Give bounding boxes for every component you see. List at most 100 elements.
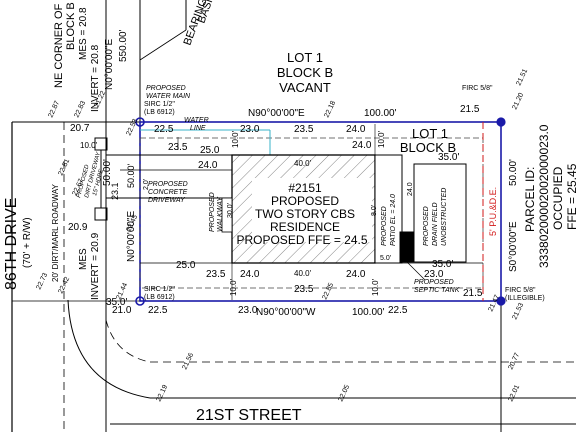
- dim-250-mid: 25.0: [200, 145, 220, 156]
- lot-east-lot: LOT 1: [412, 126, 448, 141]
- elev-2219: 22.19: [155, 384, 169, 403]
- elev-2283: 22.83: [73, 100, 87, 119]
- drain-l2: DRAIN FIELD: [432, 202, 439, 246]
- firc-top: FIRC 5/8": [462, 85, 493, 92]
- water-line-l1: WATER: [184, 117, 209, 124]
- sirc-top-l2: (LB 6912): [144, 109, 175, 116]
- residence-line2: TWO STORY CBS: [255, 207, 355, 221]
- dim-225-bottom: 22.5: [148, 305, 168, 316]
- dim-100-e: 10.0': [80, 141, 98, 150]
- parcel-l3: OCCUPIED: [551, 166, 565, 230]
- bearing-top: N90°00'00"E: [248, 108, 305, 119]
- firc-bottom-l2: (ILLEGIBLE): [505, 295, 545, 302]
- dim-50: 5.0': [380, 255, 391, 262]
- septic-leader: [406, 261, 426, 281]
- dim-215-top: 21.5: [460, 104, 480, 115]
- sirc-bottom-l2: (LB 6912): [144, 294, 175, 301]
- elev-2201: 22.01: [507, 384, 521, 403]
- lot-north-status: VACANT: [279, 80, 331, 95]
- walkway-l1: PROPOSED: [209, 192, 216, 232]
- drain-l3: UNOBSTRUCTED: [441, 188, 448, 246]
- corner-ne-b: BLOCK B: [65, 2, 77, 50]
- elev-2151: 21.51: [515, 68, 529, 87]
- dim-209: 20.9: [68, 222, 88, 233]
- bearing-east: S0°00'00"E: [508, 221, 519, 272]
- firc-bottom-l1: FIRC 5/8": [505, 287, 536, 294]
- residence-line1: PROPOSED: [271, 194, 339, 208]
- dim-235-top: 23.5: [294, 124, 314, 135]
- sirc-top-l1: SIRC 1/2": [144, 101, 175, 108]
- dim-210-bottom: 21.0: [112, 305, 132, 316]
- parcel-l4: FFE = 25.45: [565, 163, 576, 230]
- elev-2077: 20.77: [507, 352, 521, 371]
- elev-2281: 22.81: [57, 158, 71, 177]
- parcel-l2: 33380200002002000023.0: [537, 124, 551, 268]
- firc-marker-south: [496, 296, 506, 306]
- corner-ne-invert: INVERT = 20.8: [90, 44, 101, 112]
- patio: [374, 154, 403, 264]
- dim-80: 8.0': [371, 205, 378, 216]
- north-bearing: N0°00'00"E: [104, 39, 115, 90]
- pue-label: 5' P.U.&D.E.: [488, 187, 498, 236]
- dim-240-right: 24.0: [352, 140, 372, 151]
- street-west-row: (70' + R/W): [22, 217, 33, 268]
- water-main-l2: WATER MAIN: [146, 93, 191, 100]
- elev-2273: 22.73: [35, 272, 49, 291]
- south-street-curve-inner: [105, 319, 151, 363]
- dim-215-bottom: 21.5: [463, 288, 483, 299]
- dim-500-left: 50.00': [126, 163, 136, 188]
- north-bearing-dist: 550.00': [118, 29, 129, 62]
- dim-100-b: 10.0': [377, 130, 386, 148]
- dim-100-c: 10.0': [229, 278, 238, 296]
- elev-2285: 22.85: [321, 282, 335, 301]
- bearing-west: N0°00'00"E: [126, 211, 137, 262]
- dim-207: 20.7: [70, 123, 90, 134]
- septic-l1: PROPOSED: [414, 279, 454, 286]
- mes-west-l2: INVERT = 20.9: [90, 232, 101, 300]
- dim-100-a: 10.0': [231, 130, 240, 148]
- street-west-name: 86TH DRIVE: [3, 198, 20, 290]
- elev-2218: 22.18: [323, 100, 337, 119]
- dist-west: 50.00': [102, 159, 113, 186]
- dim-20: 2.0': [143, 179, 150, 190]
- dist-top: 100.00': [364, 108, 397, 119]
- dim-230-low: 23.0: [424, 269, 444, 280]
- dist-east: 50.00': [508, 159, 519, 186]
- dim-350-top: 35.0': [438, 152, 459, 163]
- dim-235-mid: 23.5: [168, 142, 188, 153]
- driveway-l2: CONCRETE: [148, 189, 188, 196]
- roadway-west: 20' DIRT/MARL ROADWAY: [51, 183, 60, 282]
- firc-marker-north: [496, 117, 506, 127]
- drain-l1: PROPOSED: [423, 206, 430, 246]
- walkway-l2: WALKWAY: [217, 196, 224, 232]
- dim-240-mid: 24.0: [198, 160, 218, 171]
- dim-350-sw: 35.0': [106, 297, 127, 308]
- bearing-bottom: N90°00'00"W: [256, 307, 316, 318]
- walkway: [221, 197, 233, 233]
- dim-230-bottom: 23.0: [238, 305, 258, 316]
- dim-300: 30.0': [227, 203, 234, 218]
- dim-235-low: 23.5: [206, 269, 226, 280]
- sirc-marker-north: [135, 117, 145, 127]
- sirc-marker-south: [135, 296, 145, 306]
- septic-tank: [399, 231, 415, 263]
- mes-west-l1: MES: [78, 248, 89, 270]
- street-south: 21ST STREET: [196, 407, 302, 424]
- culvert-south: [94, 207, 108, 221]
- patio-l2: PATIO EL = 24.0: [390, 194, 397, 246]
- south-street-curve: [67, 299, 151, 399]
- patio-l1: PROPOSED: [381, 206, 388, 246]
- dim-24: 24.0: [407, 182, 414, 196]
- dim-230-top: 23.0: [240, 124, 260, 135]
- drain-field: [413, 163, 467, 263]
- dim-231: 23.1: [110, 182, 120, 200]
- elev-2287: 22.87: [47, 100, 61, 119]
- corner-ne-a: NE CORNER OF: [53, 3, 65, 88]
- residence-label-bg: [252, 178, 372, 242]
- dim-240-top: 24.0: [346, 124, 366, 135]
- dim-400-low: 40.0': [294, 269, 312, 278]
- residence-number: #2151: [288, 181, 322, 195]
- elev-2253: 22.53: [125, 118, 139, 137]
- dim-225-top: 22.5: [154, 124, 174, 135]
